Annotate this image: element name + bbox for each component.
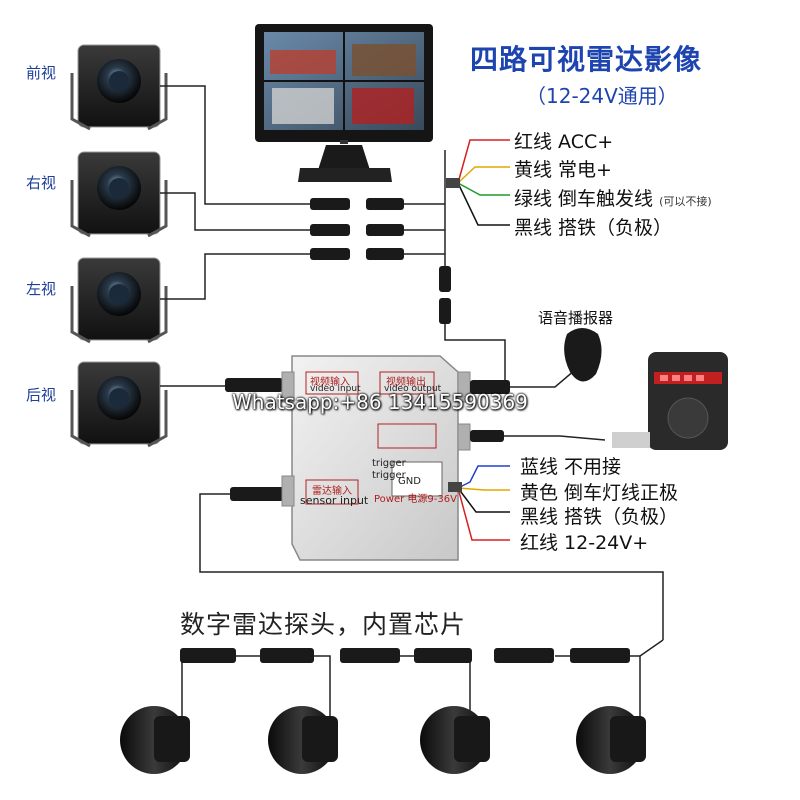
box-sensor-input-en: sensor input <box>300 494 369 507</box>
radar-probe-3 <box>420 706 490 774</box>
monitor-wire-black-label: 黑线 搭铁（负极） <box>514 217 673 239</box>
diagram-subtitle: （12-24V通用） <box>526 84 678 108</box>
probes-label: 数字雷达探头，内置芯片 <box>180 610 467 639</box>
box-video-output-en: video output <box>384 384 442 394</box>
box-wire-yellow-label: 黄色 倒车灯线正极 <box>520 482 679 504</box>
box-video-input-en: video input <box>310 384 361 394</box>
radar-probe-2 <box>268 706 338 774</box>
camera-right <box>70 151 168 238</box>
camera-connectors <box>225 198 451 501</box>
radar-probe-1 <box>120 706 190 774</box>
camera-front <box>70 44 168 131</box>
monitor-wire-green-label: 绿线 倒车触发线 (可以不接) <box>514 184 712 211</box>
camera-label-front: 前视 <box>26 64 57 82</box>
speaker-label: 语音播报器 <box>538 309 614 327</box>
box-power-label: Power 电源9-36V <box>374 494 457 505</box>
box-wire-red-label: 红线 12-24V+ <box>520 532 649 554</box>
box-wire-black-label: 黑线 搭铁（负极） <box>520 506 679 528</box>
monitor-wire-red-label: 红线 ACC+ <box>514 131 614 153</box>
box-wire-blue-label: 蓝线 不用接 <box>520 456 622 478</box>
camera-label-right: 右视 <box>26 174 57 192</box>
radar-control-box <box>281 355 471 561</box>
box-output-connectors <box>470 369 606 442</box>
camera-rear <box>70 361 168 448</box>
box-trigger-label-2: trigger <box>372 470 406 481</box>
box-video-output-cn: 视频输出 <box>386 377 426 388</box>
watermark: Whatsapp:+86 13415590369 <box>232 390 528 414</box>
box-video-input-cn: 视频输入 <box>310 377 350 388</box>
camera-label-left: 左视 <box>26 280 57 298</box>
box-power-wires <box>448 465 510 541</box>
monitor-wire-green-note: (可以不接) <box>659 195 712 208</box>
box-trigger-label: trigger <box>372 458 406 469</box>
box-sensor-input-cn: 雷达输入 <box>312 486 352 497</box>
diagram-title: 四路可视雷达影像 <box>470 43 703 76</box>
monitor-wire-green-text: 绿线 倒车触发线 <box>514 188 654 210</box>
monitor-power-wires <box>446 139 510 226</box>
monitor <box>255 24 433 182</box>
voice-speaker <box>564 328 728 450</box>
camera-label-rear: 后视 <box>26 386 57 404</box>
camera-left <box>70 257 168 344</box>
box-gnd-label: GND <box>398 476 421 487</box>
monitor-wire-yellow-label: 黄线 常电+ <box>514 159 612 181</box>
radar-probe-4 <box>576 706 646 774</box>
camera-wires <box>160 85 664 640</box>
probe-connectors <box>180 648 630 663</box>
